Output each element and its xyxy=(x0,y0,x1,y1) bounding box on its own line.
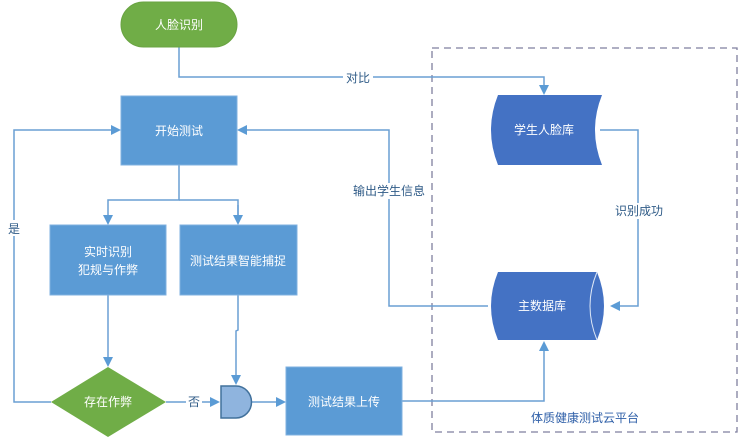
edge-label-no: 否 xyxy=(188,395,200,409)
node-realtime-line1: 实时识别 xyxy=(84,244,132,259)
main-db-cylinder-edge xyxy=(589,271,598,341)
node-upload-results-label: 测试结果上传 xyxy=(308,394,380,409)
node-main-db[interactable] xyxy=(491,272,604,340)
edge-label-recognition-success: 识别成功 xyxy=(615,204,663,218)
edge-yes-loop xyxy=(13,125,121,403)
platform-label: 体质健康测试云平台 xyxy=(531,410,639,425)
node-cheating-decision-label: 存在作弊 xyxy=(84,394,132,409)
edge-upload-to-maindb xyxy=(402,341,549,402)
node-student-face-db-label: 学生人脸库 xyxy=(514,122,574,137)
node-and-gate[interactable] xyxy=(220,385,253,419)
node-upload-results[interactable] xyxy=(285,366,403,436)
edge-capture-to-gate xyxy=(231,295,241,385)
node-realtime-detection[interactable] xyxy=(49,224,167,296)
node-start-test-label: 开始测试 xyxy=(155,123,203,138)
edge-label-yes: 是 xyxy=(8,222,20,236)
node-face-recognition-label: 人脸识别 xyxy=(155,18,203,32)
node-start-test[interactable] xyxy=(120,95,238,166)
edge-label-output-student-info: 输出学生信息 xyxy=(353,183,425,198)
node-smart-capture[interactable] xyxy=(179,224,298,296)
node-smart-capture-label: 测试结果智能捕捉 xyxy=(190,253,286,268)
edge-split-to-capture xyxy=(179,199,239,223)
edge-label-compare: 对比 xyxy=(346,71,370,85)
edge-start-to-split xyxy=(103,165,180,225)
platform-boundary xyxy=(431,47,738,433)
node-realtime-line2: 犯规与作弊 xyxy=(78,262,138,277)
edge-maindb-to-start xyxy=(237,125,488,307)
node-main-db-label: 主数据库 xyxy=(518,298,566,313)
node-cheating-decision[interactable] xyxy=(51,367,166,437)
node-face-recognition[interactable] xyxy=(120,1,238,48)
node-student-face-db[interactable] xyxy=(491,95,602,165)
